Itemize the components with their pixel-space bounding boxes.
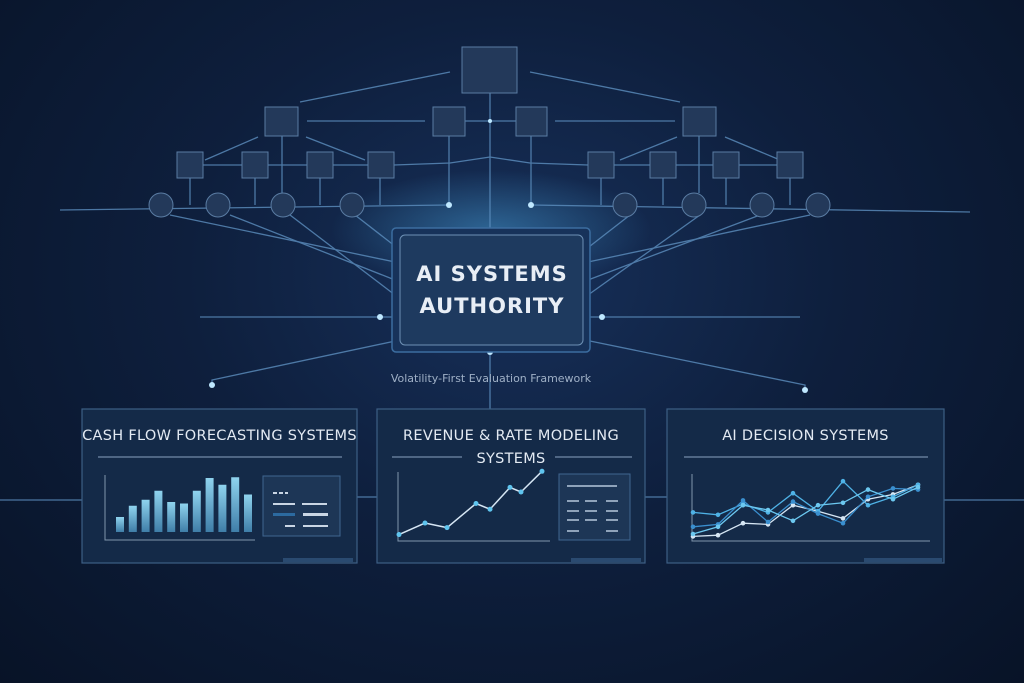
revenue-point: [487, 506, 493, 512]
bar: [116, 517, 124, 532]
decision-point: [740, 498, 746, 503]
decision-point: [865, 487, 871, 492]
bar: [244, 494, 252, 532]
decision-point: [690, 524, 696, 530]
panel-title-ai-decision: AI DECISION SYSTEMS: [722, 428, 889, 444]
bar: [154, 490, 163, 532]
panel-title-revenue: REVENUE & RATE MODELING SYSTEMS: [377, 425, 645, 471]
decision-line-2: [692, 480, 919, 516]
connector-dots: [209, 119, 808, 393]
decision-point: [790, 490, 796, 496]
root-node: [461, 46, 518, 94]
revenue-point: [507, 484, 513, 490]
decision-point: [690, 510, 696, 515]
bar: [192, 490, 201, 532]
authority-title: AI SYSTEMS AUTHORITY: [400, 258, 584, 322]
decision-point: [815, 502, 821, 508]
revenue-title-line-2: SYSTEMS: [476, 451, 546, 467]
decision-point: [890, 486, 896, 491]
revenue-title-line-1: REVENUE & RATE MODELING: [403, 428, 619, 444]
bar: [205, 478, 214, 532]
legend-boxes: [262, 473, 942, 562]
bar: [180, 503, 188, 532]
framework-subtitle: Volatility-First Evaluation Framework: [390, 372, 592, 385]
bar: [141, 499, 150, 532]
hierarchy-nodes: [148, 46, 831, 218]
revenue-point: [396, 532, 402, 538]
revenue-point: [539, 468, 545, 474]
chart-axis: [691, 474, 930, 542]
decision-point: [740, 502, 746, 508]
bar: [128, 505, 137, 532]
revenue-point: [518, 489, 524, 495]
panel-title-cash-flow: CASH FLOW FORECASTING SYSTEMS: [82, 428, 357, 444]
decision-point: [765, 507, 771, 513]
bar: [167, 502, 176, 532]
decision-point: [840, 500, 846, 506]
chart-axis: [104, 475, 255, 541]
authority-box: [391, 227, 591, 353]
decision-point: [715, 512, 721, 518]
decision-point: [765, 519, 771, 525]
decision-point: [790, 518, 796, 524]
decision-point: [890, 496, 896, 502]
chart-axis: [397, 472, 550, 542]
decision-point: [865, 502, 871, 508]
decision-point: [715, 524, 721, 530]
revenue-point: [444, 525, 450, 531]
decision-point: [740, 520, 746, 526]
decision-point: [715, 532, 721, 538]
bar: [218, 484, 227, 532]
decision-line-3: [692, 487, 919, 528]
revenue-point: [473, 501, 479, 506]
decision-point: [790, 502, 796, 508]
decision-line-4: [692, 486, 919, 535]
decision-point: [840, 516, 846, 521]
decision-point: [815, 511, 821, 516]
title-line-2: AUTHORITY: [419, 294, 565, 318]
decision-point: [915, 484, 921, 490]
decision-point: [840, 478, 846, 484]
revenue-point: [422, 520, 428, 526]
decision-point: [865, 494, 871, 500]
decision-point: [840, 520, 846, 526]
title-line-1: AI SYSTEMS: [416, 262, 568, 286]
bar: [231, 477, 240, 532]
decision-point: [790, 499, 796, 504]
decision-point: [690, 531, 696, 537]
